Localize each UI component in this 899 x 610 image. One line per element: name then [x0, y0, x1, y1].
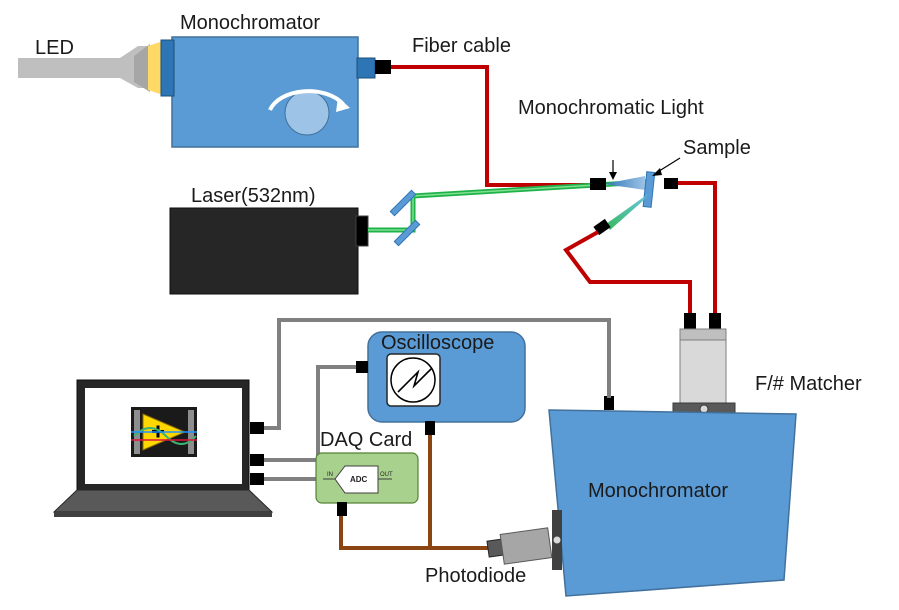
- emission-beam: [606, 194, 648, 230]
- fiber-connector-6: [709, 313, 721, 330]
- sample-label: Sample: [683, 137, 751, 159]
- rotation-arrowhead-icon: [336, 97, 350, 112]
- laser-aperture: [355, 215, 369, 247]
- laser: [169, 207, 369, 295]
- monochromator-bottom-label: Monochromator: [588, 480, 728, 502]
- monochromator-top-input-port: [160, 39, 175, 97]
- daq-out-label: OUT: [380, 472, 393, 478]
- laptop-usb-port-2: [250, 454, 264, 466]
- oscilloscope-input-port: [356, 361, 368, 373]
- photodiode-label: Photodiode: [425, 565, 526, 587]
- monochromator-bottom-body: [548, 409, 797, 597]
- cable-oscilloscope: [262, 365, 360, 462]
- fiber-connector-3: [593, 218, 611, 236]
- led-collar: [134, 44, 150, 92]
- fiber-cable-label: Fiber cable: [412, 35, 511, 57]
- sample-slide: [642, 171, 656, 208]
- laser-body: [169, 207, 359, 295]
- led-body: [18, 46, 152, 88]
- oscilloscope-label: Oscilloscope: [381, 332, 494, 354]
- monochromatic-light-beam: [604, 176, 645, 190]
- oscilloscope: [356, 331, 526, 435]
- pointer-arrowhead-icon: [609, 172, 617, 180]
- fiber-connector-4: [664, 178, 678, 189]
- fiber-cable-input: [390, 65, 592, 187]
- led-label: LED: [35, 37, 74, 59]
- laptop: [52, 379, 274, 517]
- monochromator-top: [160, 36, 376, 148]
- labview-icon[interactable]: [131, 407, 197, 457]
- mirror-1: [389, 189, 417, 217]
- fiber-cable-transmission: [668, 181, 717, 316]
- signal-cable: [339, 435, 432, 550]
- fiber-connector-5: [684, 313, 696, 330]
- laser-beam-core: [368, 181, 647, 231]
- fn-matcher-body: [679, 339, 727, 405]
- sample-arrowhead-icon: [652, 168, 662, 176]
- photodiode: [486, 527, 553, 565]
- fn-matcher-cap: [679, 328, 727, 342]
- laptop-base: [54, 512, 272, 517]
- monochromator-top-output-port: [356, 57, 376, 79]
- daq-input-port: [337, 502, 347, 516]
- fiber-connector-1: [375, 60, 391, 74]
- daq-card: [315, 452, 419, 516]
- fn-matcher: [672, 328, 736, 415]
- fiber-connector-2: [590, 178, 606, 190]
- photodiode-body: [499, 527, 553, 565]
- monochromator-top-body: [171, 36, 359, 148]
- fiber-cable-emission: [563, 230, 692, 316]
- monochromatic-light-label: Monochromatic Light: [518, 97, 704, 119]
- daq-card-label: DAQ Card: [320, 429, 412, 451]
- exit-port-screw: [552, 535, 562, 545]
- waveform-icon: [397, 367, 433, 393]
- adc-chip: [334, 465, 379, 494]
- fn-matcher-label: F/# Matcher: [755, 373, 862, 395]
- cable-monochromator-control: [262, 318, 611, 430]
- monochromator-bottom-trigger-port: [604, 396, 614, 410]
- laser-label: Laser(532nm): [191, 185, 316, 207]
- daq-adc-label: ADC: [350, 475, 368, 484]
- grating-dial: [284, 90, 330, 136]
- laptop-usb-port-1: [250, 422, 264, 434]
- daq-in-label: IN: [327, 472, 333, 478]
- rotation-arrow-icon: [268, 89, 345, 111]
- laptop-usb-port-3: [250, 473, 264, 485]
- mirror-2: [393, 219, 421, 247]
- monochromator-top-label: Monochromator: [180, 12, 320, 34]
- oscilloscope-probe-port: [425, 421, 435, 435]
- laptop-keyboard-deck: [52, 489, 274, 513]
- oscilloscope-dial: [390, 357, 436, 403]
